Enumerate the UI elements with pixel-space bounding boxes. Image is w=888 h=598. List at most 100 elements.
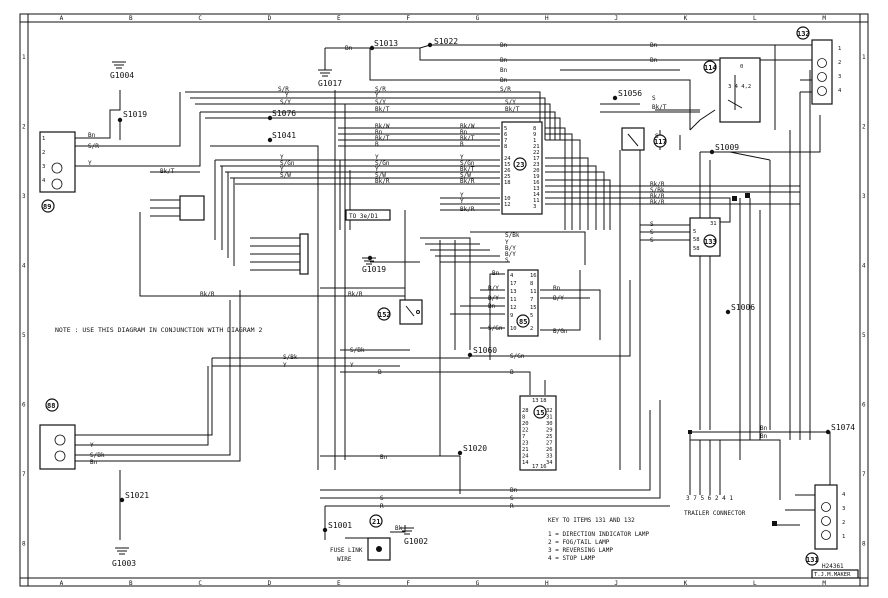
wire-label: Bk/T [160,168,175,175]
fuse-link-label: FUSE LINK [330,547,363,554]
grid-frame [19,13,869,587]
wire-label: B/Y [488,295,499,302]
wire-label: Bn [488,303,496,310]
pin-label: 15 [504,162,511,168]
splice-s1056: S1056 [618,89,642,98]
wire-label: Bk/R [650,199,665,206]
wire-label: Bk/R [650,193,665,200]
column-label: A [60,15,64,22]
pin-label: 1 [533,138,536,144]
pin-label: 1 [838,46,841,52]
label-component-117: 117 [654,138,667,146]
wire-label: R [510,503,514,510]
key-item-3: 3 = REVERSING LAMP [548,547,613,554]
pin-label: 16 [540,464,547,470]
pin-label: 3 [838,74,841,80]
label-component-23: 23 [516,161,524,169]
wire-label: B [460,141,464,148]
key-title: KEY TO ITEMS 131 AND 132 [548,517,635,524]
pin-label: 17 [533,156,540,162]
component-88-box [39,398,76,470]
pin-133-58a: 58 [693,237,700,243]
label-component-114: 114 [704,64,717,72]
component-152-box [377,299,423,325]
pin-label: 9 [510,313,513,319]
fuse-link-wire: WIRE [337,556,352,563]
pin-label: 16 [533,180,540,186]
wire-label: S [650,229,654,236]
to-box [345,209,391,221]
pin-label: 24 [504,156,511,162]
column-label: J [614,580,618,587]
pin-label: 3 [533,204,536,210]
wire-label: Y [280,154,284,161]
wire-label: S/Bk [505,232,520,239]
wire-label: B [375,141,379,148]
column-label: M [822,15,826,22]
row-label: 8 [22,540,26,547]
wire-label: S/W [460,172,471,179]
column-label: M [822,580,826,587]
pin-label: 4 [842,492,846,498]
wire-label: Bk/T [375,135,390,142]
column-label: E [337,15,341,22]
pin-label: 7 [504,138,507,144]
pin-133-58b: 58 [693,246,700,252]
wire-label: B/Y [505,251,516,258]
pin-label: 6 [504,132,507,138]
wire-label: Y [505,239,509,246]
pin-label: 12 [504,202,511,208]
pin-label: 5 [530,313,533,319]
wire-label: Bn [90,459,98,466]
wire-label: Bn [553,285,561,292]
wire-label: Bn [650,57,658,64]
wire-label: B [378,369,382,376]
wire-label: B/Gn [553,328,568,335]
column-label: G [476,15,480,22]
pin-label: 12 [510,305,517,311]
row-label: 2 [22,123,26,130]
pin-label: 1 [842,534,845,540]
pin-label: 15 [530,305,537,311]
row-label: 5 [862,332,866,339]
trailer-connector-label: TRAILER CONNECTOR [684,510,746,517]
pin-label: 18 [540,398,547,404]
pin-label: 11 [533,198,540,204]
pin-label: 4 [838,88,842,94]
pin-label: 24 [522,454,529,460]
column-label: L [753,580,757,587]
component-89-box [39,131,76,213]
pin-label: 20 [522,421,529,427]
row-label: 7 [22,471,26,478]
wire-label: Y [460,154,464,161]
wire-label: B/Y [488,285,499,292]
row-label: 3 [862,193,866,200]
label-component-21: 21 [372,518,380,526]
splice-s1022: S1022 [434,37,458,46]
label-component-131: 131 [806,556,819,564]
wire-label: Bn [760,433,768,440]
wire-label: Bk/W [460,123,475,130]
column-label: E [337,580,341,587]
pin-label: 10 [510,326,517,332]
component-117-box [621,127,667,151]
connector-markers [688,193,777,526]
pin-label: 7 [522,434,525,440]
pin-label: 21 [522,447,529,453]
pin-label: 27 [546,441,553,447]
component-114-box [703,57,761,123]
wire-label: Bk [395,525,403,532]
wire-label: S [655,133,659,140]
switch-117 [627,133,639,147]
wire-label: Bn [650,42,658,49]
component-15-box [519,395,557,471]
wire-label: S/Bk [350,347,365,354]
pin-label: 13 [510,289,517,295]
column-label: G [476,580,480,587]
pin-label: 11 [510,297,517,303]
wire-label: Bk/T [652,104,667,111]
pin-label: 22 [533,150,540,156]
wire-label: S [652,95,656,102]
